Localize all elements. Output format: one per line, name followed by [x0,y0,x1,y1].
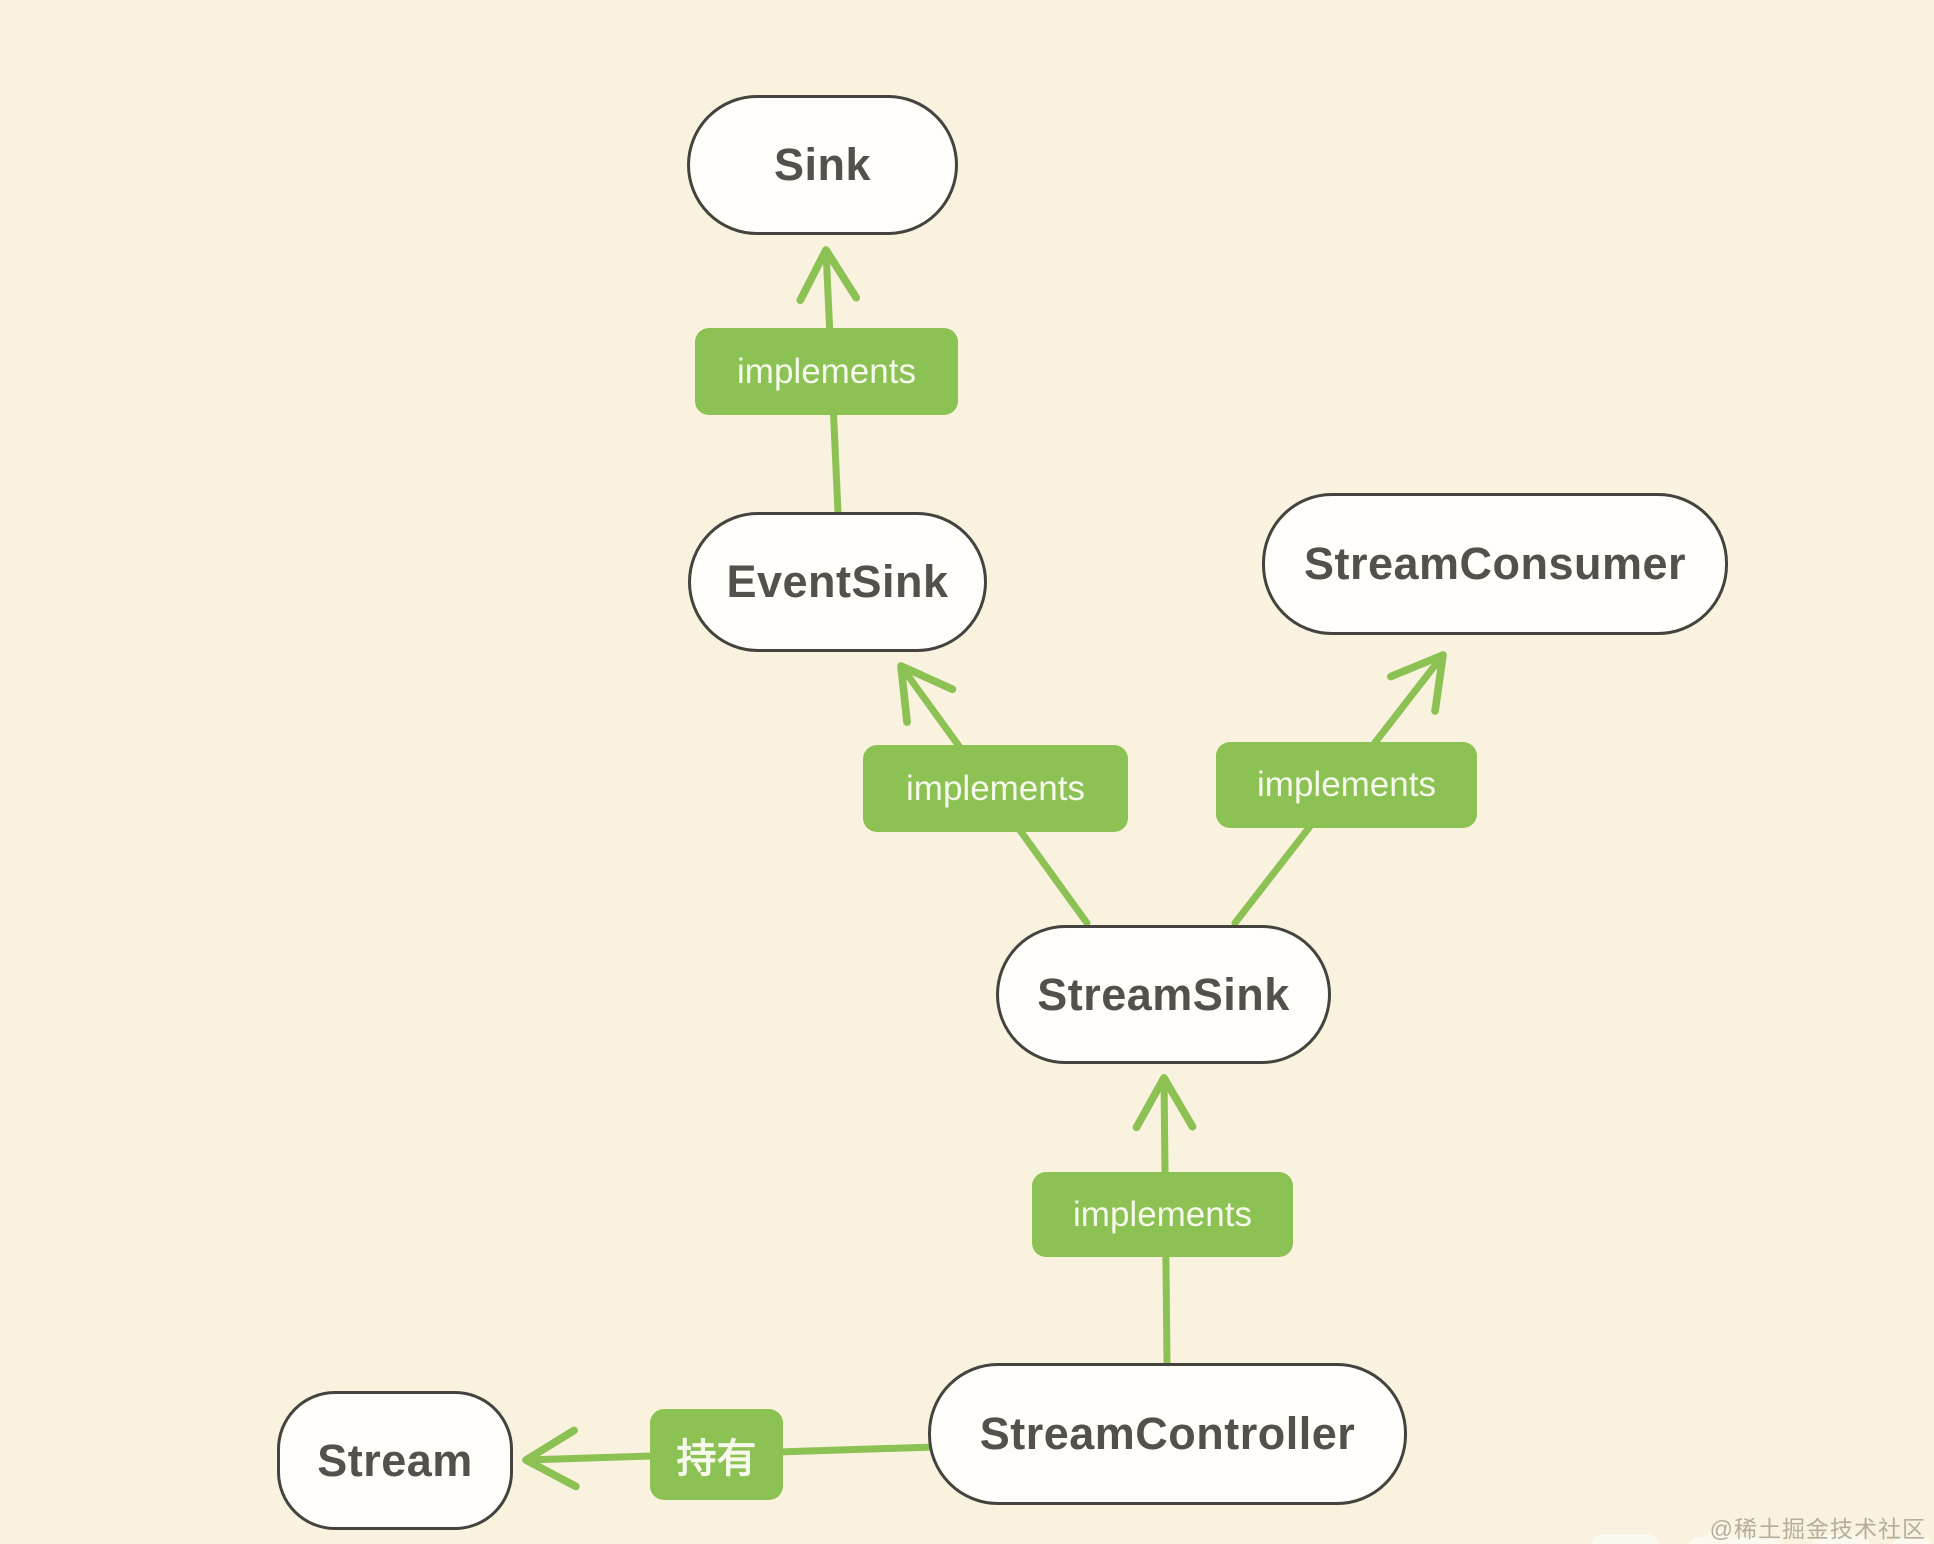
node-sink-label: Sink [773,139,872,190]
edge-label-text: 持有 [676,1436,757,1481]
bottom-edge-artifact [1592,1530,1932,1544]
node-event-sink: EventSink [688,512,987,652]
node-sink: Sink [687,95,958,235]
watermark: @稀土掘金技术社区 [1709,1516,1926,1542]
edge-label-text: implements [906,768,1085,808]
edge-label-implements-streamsink: implements [1032,1172,1293,1257]
node-stream-label: Stream [317,1434,473,1486]
edge-label-text: implements [737,351,916,391]
node-stream: Stream [277,1391,513,1530]
node-event-sink-label: EventSink [726,556,949,607]
node-stream-consumer-label: StreamConsumer [1303,538,1687,589]
node-stream-controller: StreamController [928,1363,1407,1505]
edge-label-implements-sink: implements [695,328,958,415]
edge-label-implements-eventsink: implements [863,745,1128,832]
node-stream-controller-label: StreamController [979,1408,1356,1459]
node-stream-consumer: StreamConsumer [1262,493,1728,635]
edge-label-text: implements [1257,765,1436,804]
edge-label-text: implements [1073,1194,1252,1234]
node-stream-sink-label: StreamSink [1037,968,1290,1020]
edge-label-implements-streamconsumer: implements [1216,742,1477,828]
node-stream-sink: StreamSink [996,925,1331,1064]
edge-label-holds: 持有 [650,1409,783,1500]
